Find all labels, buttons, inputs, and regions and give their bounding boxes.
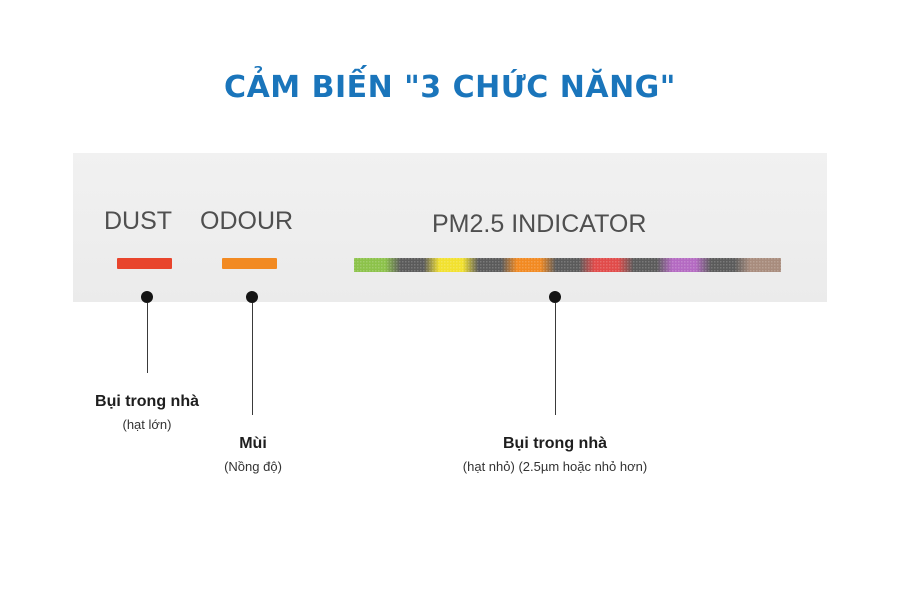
- pm25-indicator-label: PM2.5 INDICATOR: [432, 210, 647, 238]
- pm25-connector-dot: [549, 291, 561, 303]
- dust-indicator-strip: [117, 258, 172, 269]
- dust-label: DUST: [104, 207, 173, 235]
- odour-caption-title: Mùi: [239, 435, 267, 452]
- odour-indicator-strip: [222, 258, 277, 269]
- dust-caption-sub: (hạt lớn): [122, 417, 172, 432]
- odour-caption-sub: (Nồng độ): [224, 459, 282, 474]
- dust-connector-dot: [141, 291, 153, 303]
- dust-caption: Bụi trong nhà (hạt lớn): [95, 392, 199, 435]
- sensor-panel: [73, 153, 827, 302]
- odour-label: ODOUR: [200, 207, 294, 235]
- pm25-caption: Bụi trong nhà (hạt nhỏ) (2.5µm hoặc nhỏ …: [463, 434, 647, 477]
- odour-caption: Mùi (Nồng độ): [224, 434, 282, 477]
- page-title: CẢM BIẾN "3 CHỨC NĂNG": [224, 70, 676, 105]
- pm25-caption-sub: (hạt nhỏ) (2.5µm hoặc nhỏ hơn): [462, 459, 648, 474]
- dust-caption-title: Bụi trong nhà: [95, 393, 199, 410]
- dust-connector-line: [147, 303, 148, 373]
- pm25-caption-title: Bụi trong nhà: [503, 435, 607, 452]
- odour-connector-dot: [246, 291, 258, 303]
- odour-connector-line: [252, 303, 253, 415]
- pm25-halftone-texture: [354, 258, 781, 272]
- pm25-indicator-bar: [354, 258, 781, 272]
- pm25-connector-line: [555, 303, 556, 415]
